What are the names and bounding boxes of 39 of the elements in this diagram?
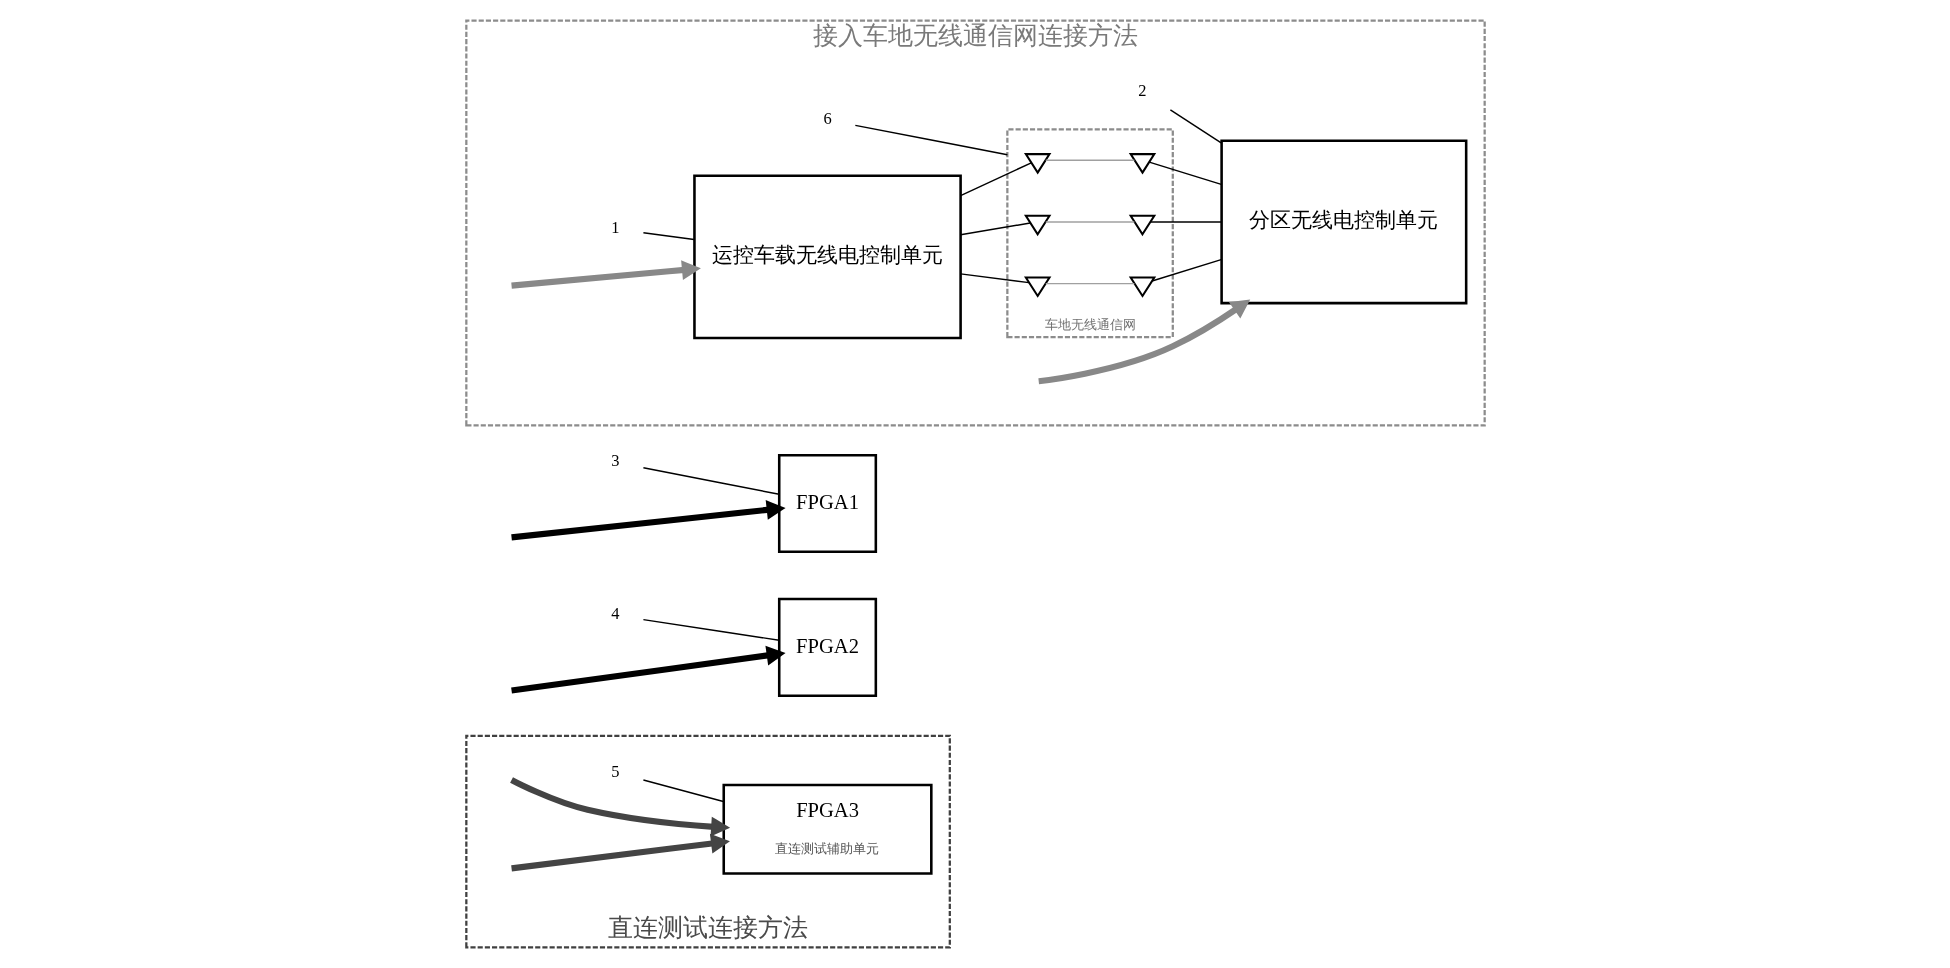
- connector: [642, 467, 780, 495]
- connector: [642, 232, 695, 241]
- arrow: [510, 260, 701, 289]
- node-box: FPGA1: [777, 453, 877, 554]
- node-antenna: [1023, 214, 1051, 237]
- arrow: [510, 833, 730, 872]
- node-text: 5: [610, 761, 619, 781]
- node-box: 分区无线电控制单元: [1219, 139, 1467, 305]
- arrow: [509, 777, 730, 837]
- arrow: [510, 500, 786, 541]
- connector: [1149, 221, 1222, 223]
- node-antenna: [1023, 153, 1051, 175]
- arrow: [1037, 299, 1250, 385]
- connector: [1044, 282, 1135, 285]
- node-antenna: [1023, 276, 1051, 298]
- node-antenna: [1128, 153, 1156, 175]
- arrow: [510, 645, 786, 694]
- connector: [1044, 221, 1135, 223]
- node-box: 运控车载无线电控制单元: [692, 174, 962, 340]
- connector: [959, 162, 1032, 197]
- cluster: 车地无线通信网: [1005, 128, 1174, 339]
- node-box: FPGA3 直连测试辅助单元: [721, 783, 933, 875]
- connector: [1148, 161, 1222, 186]
- node-text: 3: [610, 451, 619, 471]
- connector: [854, 124, 1008, 156]
- node-text: 1: [610, 218, 619, 238]
- connector: [642, 618, 780, 641]
- connector: [1169, 109, 1222, 144]
- node-antenna: [1128, 214, 1156, 237]
- connector: [959, 273, 1030, 284]
- connector: [959, 222, 1031, 236]
- connector: [1150, 258, 1222, 282]
- node-text: 2: [1137, 81, 1147, 101]
- connector: [1044, 159, 1135, 162]
- node-box: FPGA2: [777, 597, 877, 697]
- node-text: 6: [822, 109, 832, 129]
- connector: [642, 779, 724, 803]
- node-antenna: [1128, 276, 1156, 298]
- node-text: 4: [610, 604, 619, 624]
